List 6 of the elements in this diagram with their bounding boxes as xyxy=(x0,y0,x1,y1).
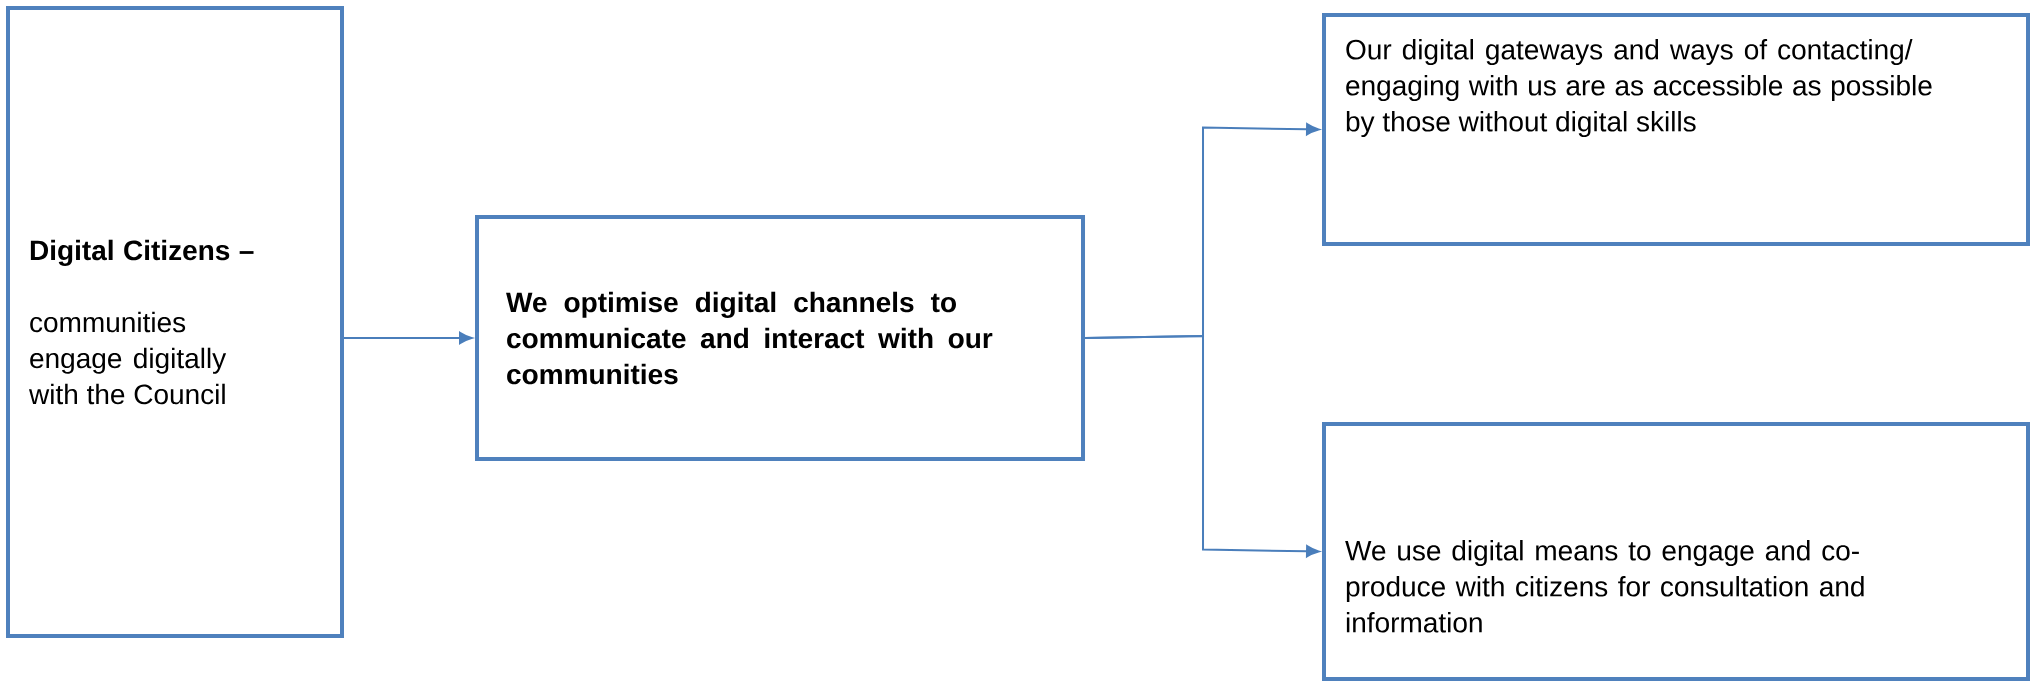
text-box: We use digital means to engage and co-produce with citizens for consultation and information xyxy=(1322,422,2030,681)
text-box: We optimise digital channels to communicate and interact with our communities xyxy=(475,215,1085,461)
text-box: Digital Citizens – communities engage digitally with the Council xyxy=(6,6,344,638)
arrow xyxy=(343,331,473,345)
text-box: Our digital gateways and ways of contacting/ engaging with us are as accessible as possible by those without digital skills xyxy=(1322,13,2030,246)
arrow xyxy=(1084,335,1320,558)
